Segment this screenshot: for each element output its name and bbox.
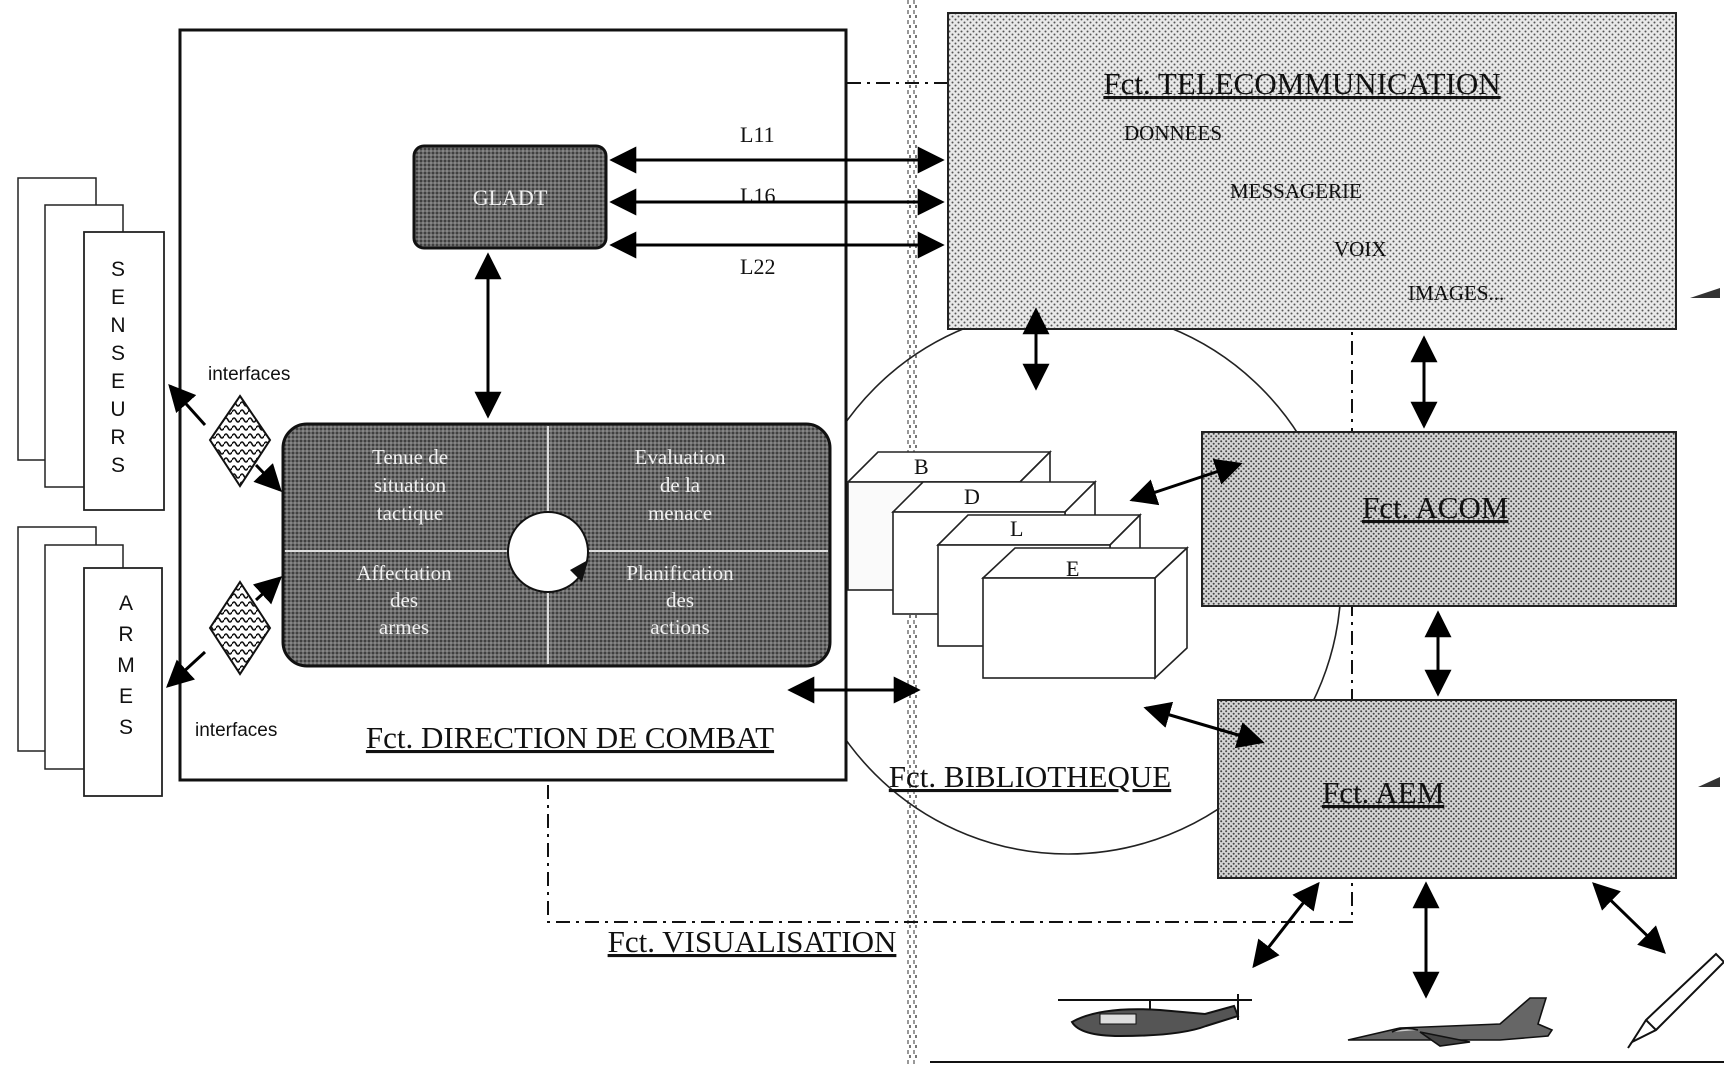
senseurs-letter-1: S bbox=[111, 258, 125, 281]
quadrant-planification-line-3: actions bbox=[650, 615, 709, 639]
aem-title: Fct. AEM bbox=[1322, 775, 1444, 810]
quadrant-evaluation-line-1: Evaluation bbox=[635, 445, 726, 469]
box-label-l: L bbox=[1010, 516, 1023, 541]
armes-letter-1: A bbox=[119, 592, 133, 615]
bibliotheque-box-e: E bbox=[983, 548, 1187, 678]
right-edge-marker-2 bbox=[1698, 777, 1720, 787]
quadrant-affectation-line-2: des bbox=[390, 588, 418, 612]
senseurs-letter-2: E bbox=[111, 286, 125, 309]
telecommunication-block bbox=[948, 13, 1676, 329]
box-label-e: E bbox=[1066, 556, 1079, 581]
arrow-aem-helicopter bbox=[1254, 884, 1318, 966]
quadrant-planification-line-2: des bbox=[666, 588, 694, 612]
armes-letter-4: E bbox=[119, 685, 133, 708]
senseurs-letter-6: U bbox=[110, 398, 125, 421]
box-label-d: D bbox=[964, 484, 980, 509]
armes-letter-3: M bbox=[117, 654, 135, 677]
quadrant-evaluation-line-2: de la bbox=[660, 473, 701, 497]
senseurs-letter-7: R bbox=[110, 426, 125, 449]
senseurs-letter-4: S bbox=[111, 342, 125, 365]
senseurs-letter-5: E bbox=[111, 370, 125, 393]
interfaces-label-bottom: interfaces bbox=[195, 720, 277, 741]
bibliotheque-title: Fct. BIBLIOTHEQUE bbox=[889, 759, 1171, 794]
armes-label: A R M E S bbox=[117, 592, 135, 739]
cycle-circle bbox=[508, 512, 588, 592]
quadrant-tenue-line-2: situation bbox=[374, 473, 447, 497]
armes-letter-2: R bbox=[118, 623, 133, 646]
quadrant-planification-line-1: Planification bbox=[626, 561, 734, 585]
telecom-item-messagerie: MESSAGERIE bbox=[1230, 179, 1362, 203]
aem-block bbox=[1218, 700, 1676, 878]
gladt-label: GLADT bbox=[473, 185, 548, 210]
link-label-l11: L11 bbox=[740, 122, 775, 147]
acom-title: Fct. ACOM bbox=[1362, 490, 1508, 525]
quadrant-affectation-line-1: Affectation bbox=[356, 561, 452, 585]
visualisation-title: Fct. VISUALISATION bbox=[608, 924, 897, 959]
quadrant-evaluation-line-3: menace bbox=[648, 501, 712, 525]
telecom-item-donnees: DONNEES bbox=[1124, 121, 1222, 145]
arrow-aem-pen bbox=[1594, 884, 1664, 952]
box-label-b: B bbox=[914, 454, 929, 479]
senseurs-letter-8: S bbox=[111, 454, 125, 477]
armes-letter-5: S bbox=[119, 716, 133, 739]
link-label-l16: L16 bbox=[740, 183, 775, 208]
pen-icon bbox=[1628, 954, 1724, 1048]
telecom-item-voix: VOIX bbox=[1334, 237, 1387, 261]
quadrant-tenue-line-3: tactique bbox=[377, 501, 443, 525]
fighter-jet-icon bbox=[1348, 998, 1552, 1046]
telecommunication-title: Fct. TELECOMMUNICATION bbox=[1103, 66, 1500, 101]
quadrant-affectation-line-3: armes bbox=[379, 615, 429, 639]
senseurs-letter-3: N bbox=[110, 314, 125, 337]
right-edge-marker bbox=[1690, 288, 1720, 298]
direction-de-combat-title: Fct. DIRECTION DE COMBAT bbox=[366, 720, 774, 755]
telecom-item-images: IMAGES... bbox=[1408, 281, 1504, 305]
helicopter-icon bbox=[1058, 994, 1252, 1036]
quadrant-tenue-line-1: Tenue de bbox=[372, 445, 448, 469]
link-label-l22: L22 bbox=[740, 254, 775, 279]
interfaces-label-top: interfaces bbox=[208, 364, 290, 385]
